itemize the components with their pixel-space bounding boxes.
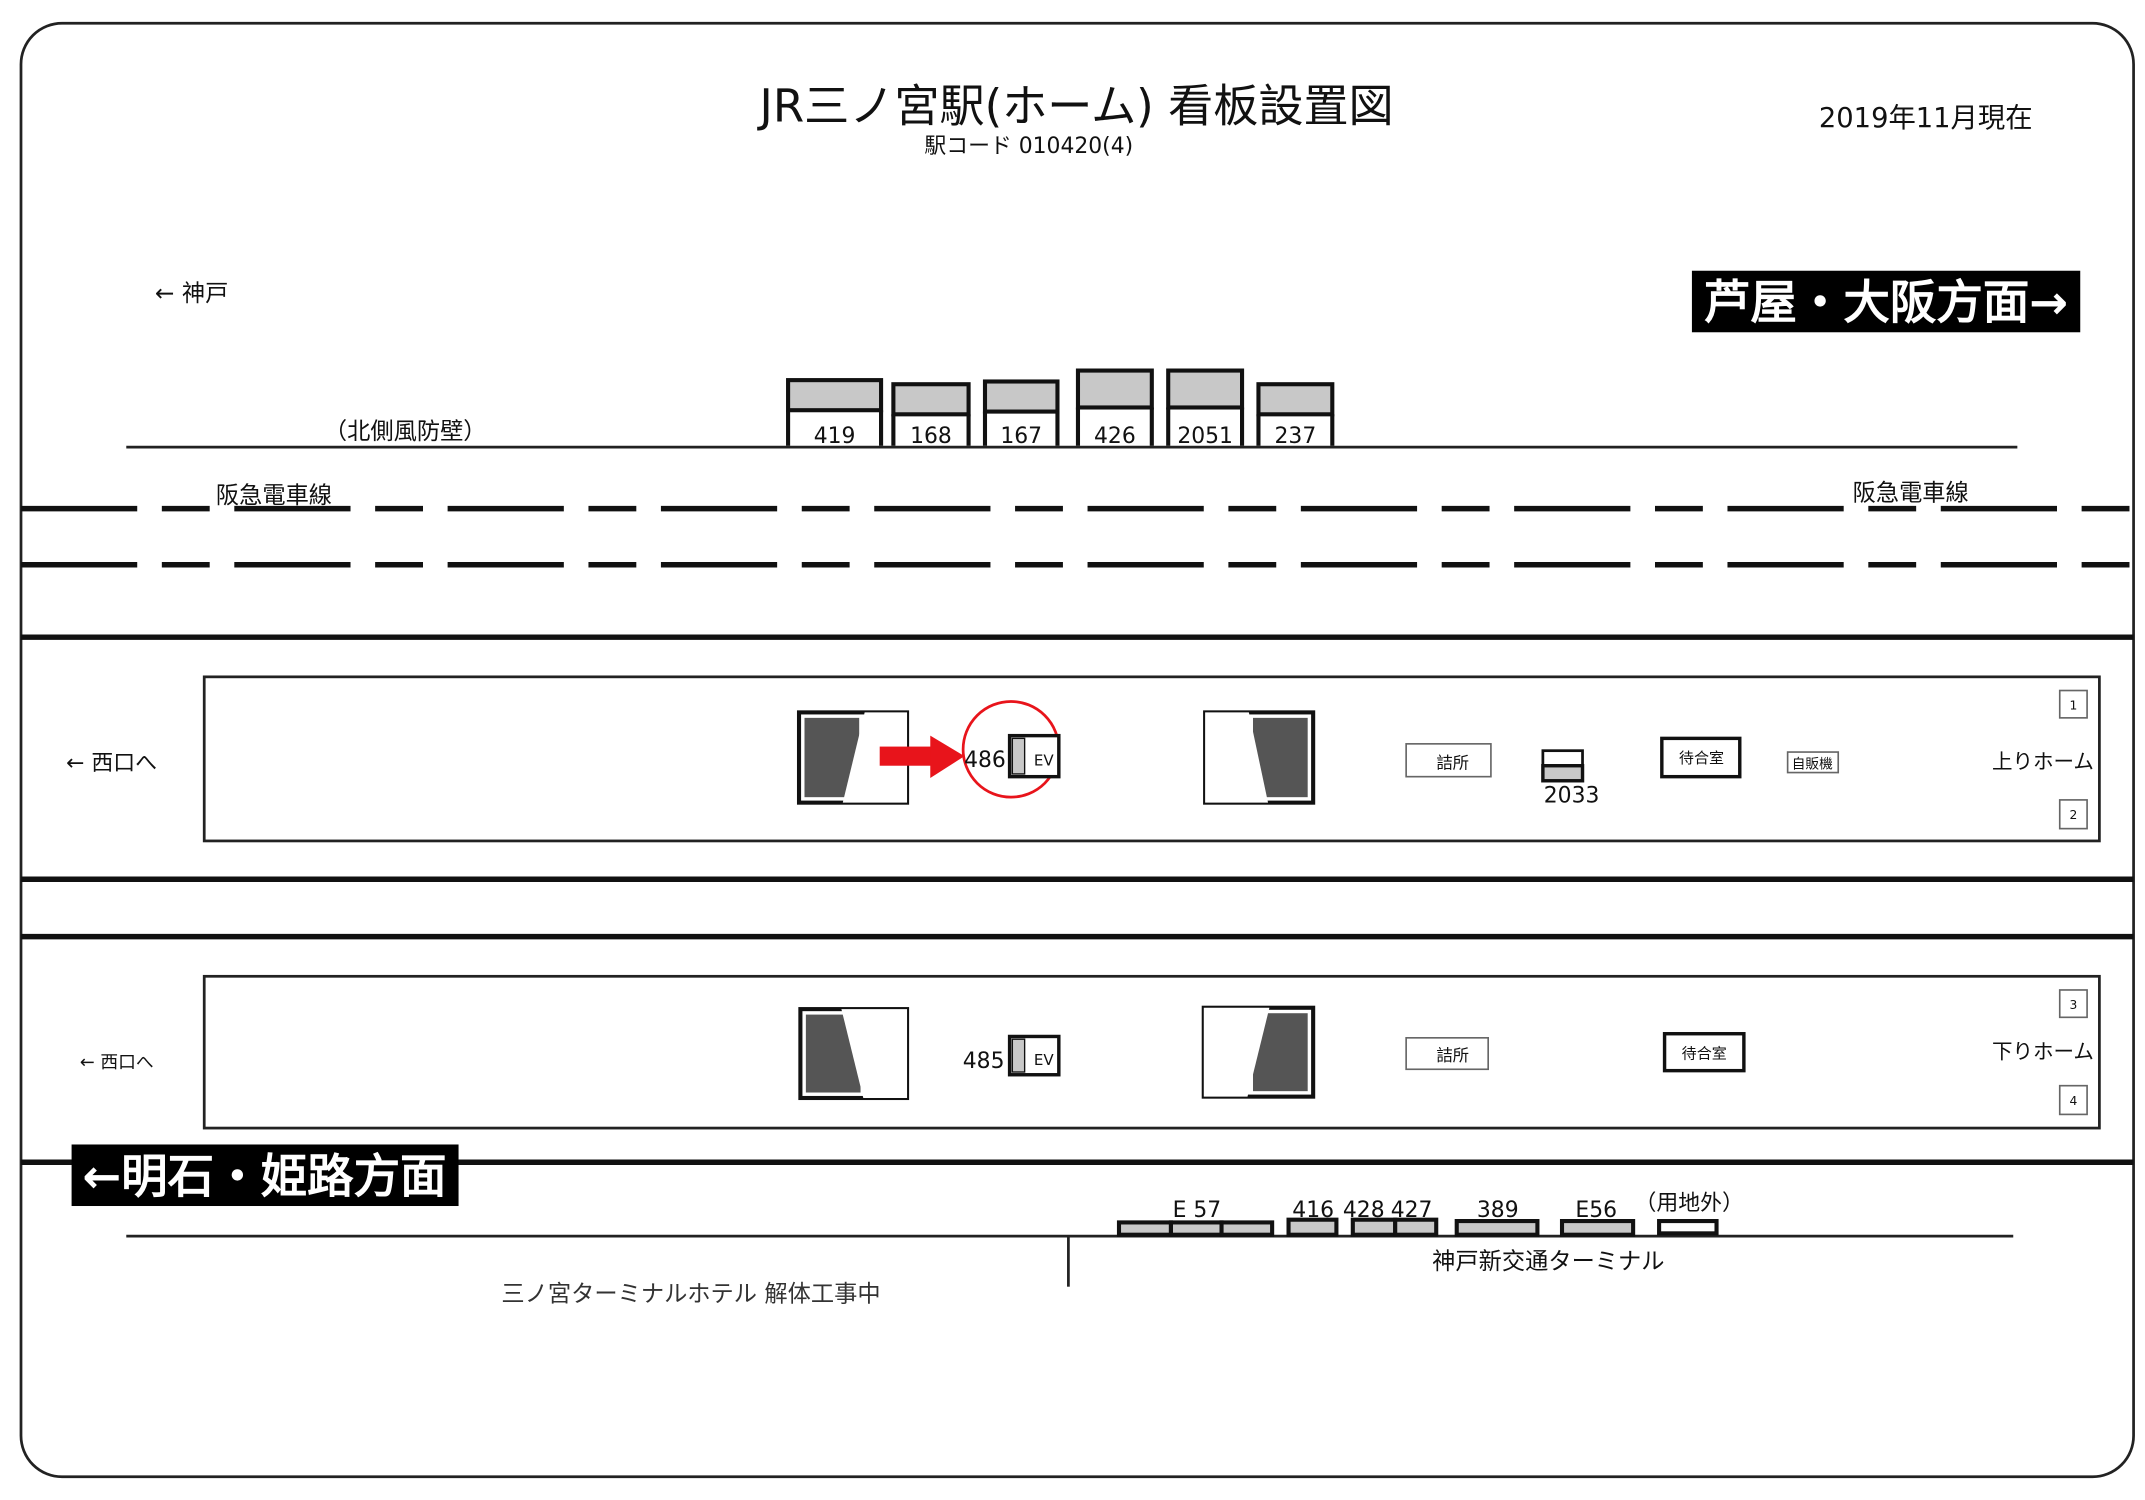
sign-post [786,410,884,446]
svg-text:EV: EV [1034,752,1054,770]
track-4: 4 [2069,1094,2077,1108]
windbreak-label: （北側風防壁） [324,418,487,445]
svg-text:EV: EV [1034,1051,1054,1069]
sign-e56-panel [1559,1219,1636,1237]
north-sign: 237 [1256,382,1335,449]
sign-post [982,411,1060,446]
direction-kobe: ← 神戸 [155,280,228,307]
sign-416-panel [1286,1217,1339,1237]
direction-osaka: 芦屋・大阪方面→ [1704,276,2068,330]
north-sign: 167 [982,379,1060,449]
sign-486: 486 [964,748,1006,773]
escalator-icon [1203,710,1316,805]
sign-427-panel [1393,1217,1439,1237]
waiting-room-label: 待合室 [1682,1044,1727,1062]
sign-outside-panel [1657,1219,1719,1236]
south-signs: E 57 416 428 427 389 E56 （用地外） [1116,1191,1744,1237]
sign-389-panel [1454,1219,1540,1237]
sign-number: 426 [1094,424,1136,449]
track-3-box [2058,989,2088,1019]
staff-room-box [1405,1037,1489,1071]
down-platform-name: 下りホーム [1992,1039,2094,1063]
north-sign: 419 [786,378,884,449]
sign-e57-panel [1168,1220,1224,1237]
track-2: 2 [2069,808,2077,822]
sign-e57-panel [1219,1220,1275,1237]
sign-416: 416 [1292,1198,1334,1223]
sign-panel [1166,368,1245,410]
sign-panel [786,378,884,413]
west-exit-up: ← 西口へ [66,751,157,776]
west-exit-down: ← 西口へ [80,1053,154,1073]
up-platform-name: 上りホーム [1992,749,2094,773]
sign-panel [891,382,971,417]
staff-room-box [1405,743,1492,778]
sign-e56: E56 [1575,1198,1617,1223]
hankyu-label-left: 阪急電車線 [216,482,332,509]
vending-label: 自販機 [1792,756,1833,772]
vending-box [1786,751,1840,774]
track-3: 3 [2069,998,2077,1012]
highlight-arrow-icon [879,735,965,779]
north-sign: 2051 [1166,368,1245,449]
north-sign: 426 [1075,368,1154,449]
sign-post [1075,407,1154,446]
north-sign: 168 [891,382,971,449]
sign-e57: E 57 [1173,1198,1222,1223]
sign-number: 419 [814,424,856,449]
sign-2033: 2033 [1544,784,1600,809]
sign-e57-panel [1116,1220,1174,1237]
track-4-box [2058,1084,2088,1116]
waiting-room-box [1662,1032,1746,1073]
sign-post [1166,407,1245,446]
sign-485: 485 [963,1049,1005,1074]
sign-panel [1256,382,1335,417]
sign-428: 428 [1343,1198,1385,1223]
sign-number: 2051 [1177,424,1233,449]
elevator-icon: EV [1007,733,1061,779]
sign-panel [1075,368,1154,410]
track-2-box [2058,799,2088,830]
escalator-icon [1201,1005,1316,1099]
direction-osaka-box [1691,270,2081,333]
sign-2033-panel [1541,764,1585,783]
sign-389: 389 [1477,1198,1519,1223]
hankyu-label-right: 阪急電車線 [1853,479,1969,506]
sign-427: 427 [1391,1198,1433,1223]
sign-number: 237 [1275,424,1317,449]
sign-number: 168 [910,424,952,449]
staff-room-label: 詰所 [1436,753,1469,772]
up-platform [202,675,2101,843]
waiting-room-label: 待合室 [1679,749,1724,767]
track-1: 1 [2069,699,2077,713]
sign-number: 167 [1000,424,1042,449]
station-code: 駅コード 010420(4) [924,134,1133,159]
hotel-label: 三ノ宮ターミナルホテル 解体工事中 [501,1281,880,1308]
sign-outside-site: （用地外） [1635,1191,1744,1216]
waiting-room-box [1660,736,1742,779]
down-platform [202,974,2101,1130]
date-label: 2019年11月現在 [1819,103,2033,134]
page-title: JR三ノ宮駅(ホーム) 看板設置図 [757,80,1394,133]
elevator-icon: EV [1007,1034,1061,1077]
track-1-box [2058,689,2088,719]
terminal-label: 神戸新交通ターミナル [1432,1248,1664,1275]
direction-akashi-box [71,1144,459,1207]
sign-post [891,414,971,446]
north-signs: 419 168 167 426 2051 237 [786,368,1335,449]
staff-room-label: 詰所 [1436,1046,1469,1065]
sign-panel [982,379,1060,414]
escalator-icon [798,1007,910,1101]
sign-post [1256,414,1335,446]
sign-2033-box [1541,749,1584,768]
direction-akashi: ←明石・姫路方面 [82,1149,446,1203]
